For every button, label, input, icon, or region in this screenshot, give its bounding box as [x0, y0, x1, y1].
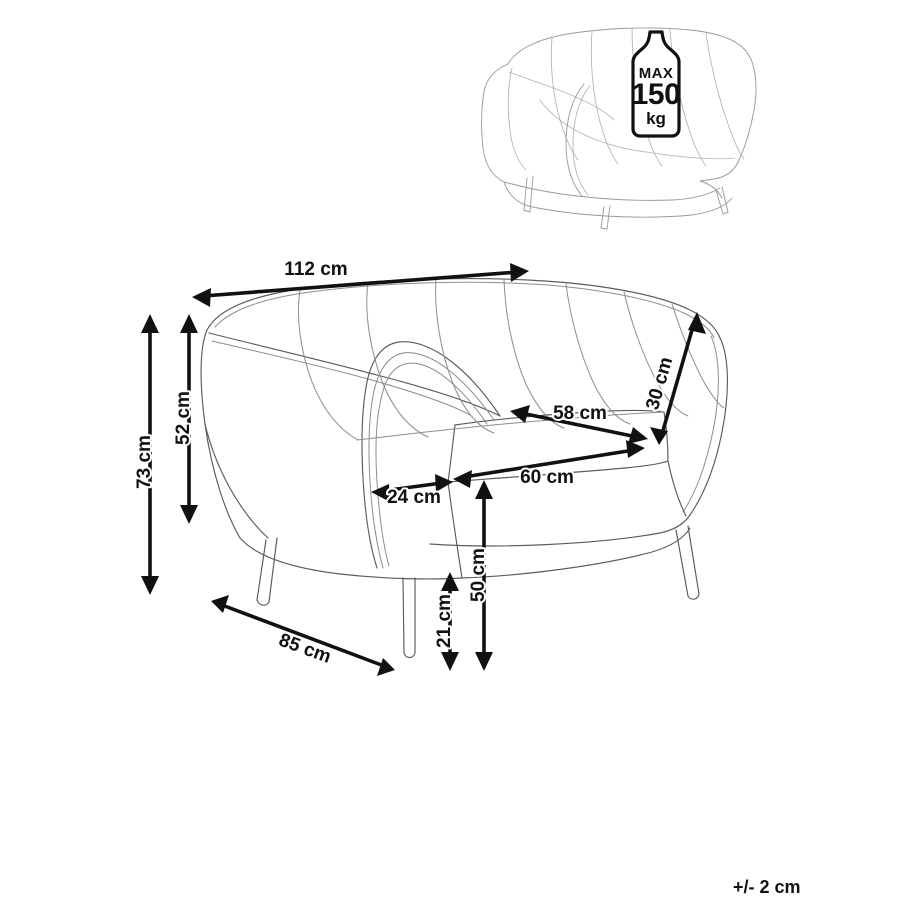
armchair-main-drawing [200, 277, 728, 659]
armchair-thumbnail: MAX 150 kg [481, 27, 757, 230]
dimension-58-cm-label: 58 cm [553, 403, 607, 424]
dimension-50-cm: 50 cm [466, 480, 493, 671]
leg-center-front [402, 577, 416, 659]
dimension-52-cm-label: 52 cm [173, 391, 194, 445]
max-load-value: 150 [632, 78, 681, 111]
dimension-85-cm: 85 cm [211, 595, 395, 676]
dimension-30-cm: 30 cm [640, 312, 706, 445]
dimension-60-cm: 60 cm [453, 440, 645, 490]
dimension-73-cm: 73 cm [132, 314, 159, 595]
max-load-badge: MAX 150 kg [631, 30, 681, 138]
dimension-112-cm: 112 cm [192, 257, 529, 307]
max-load-max-label: MAX [639, 65, 674, 82]
max-load-unit: kg [646, 109, 666, 128]
dimension-112-cm-label: 112 cm [284, 259, 347, 280]
dimension-52-cm: 52 cm [171, 314, 198, 524]
dimension-58-cm: 58 cm [510, 401, 648, 444]
dimension-24-cm-label: 24 cm [387, 487, 441, 508]
dimension-50-cm-label: 50 cm [468, 548, 489, 602]
dimension-73-cm-label: 73 cm [134, 435, 155, 489]
dimension-21-cm-label: 21 cm [434, 594, 455, 648]
leg-right-front [675, 525, 700, 600]
tolerance-note: +/- 2 cm [733, 877, 801, 897]
dimension-21-cm: 21 cm [432, 572, 459, 671]
dimension-60-cm-label: 60 cm [520, 467, 574, 488]
dimension-24-cm: 24 cm [371, 474, 453, 510]
leg-left-rear [256, 537, 278, 606]
